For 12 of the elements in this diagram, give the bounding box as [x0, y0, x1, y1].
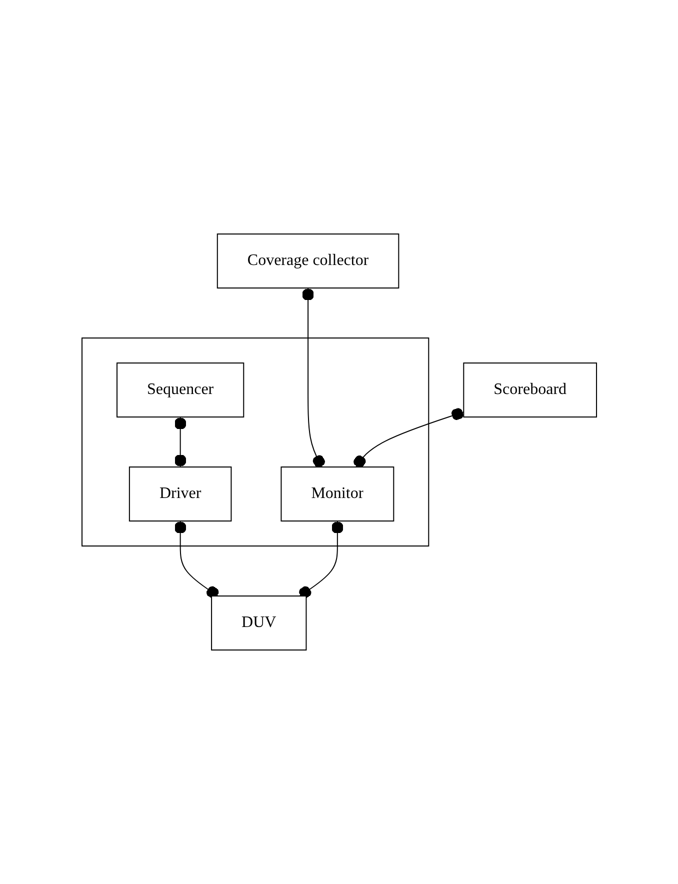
node-box: Sequencer	[116, 362, 244, 418]
connector	[298, 520, 344, 598]
node-box: Coverage collector	[216, 234, 399, 288]
node-box: Driver	[128, 466, 232, 522]
cluster	[81, 338, 429, 546]
connector	[353, 408, 464, 468]
node-box: Scoreboard	[462, 362, 597, 418]
node-box: DUV	[210, 596, 306, 650]
connector	[302, 288, 325, 468]
connector	[174, 416, 186, 468]
connector	[174, 520, 218, 598]
node-box: Monitor	[280, 466, 394, 522]
